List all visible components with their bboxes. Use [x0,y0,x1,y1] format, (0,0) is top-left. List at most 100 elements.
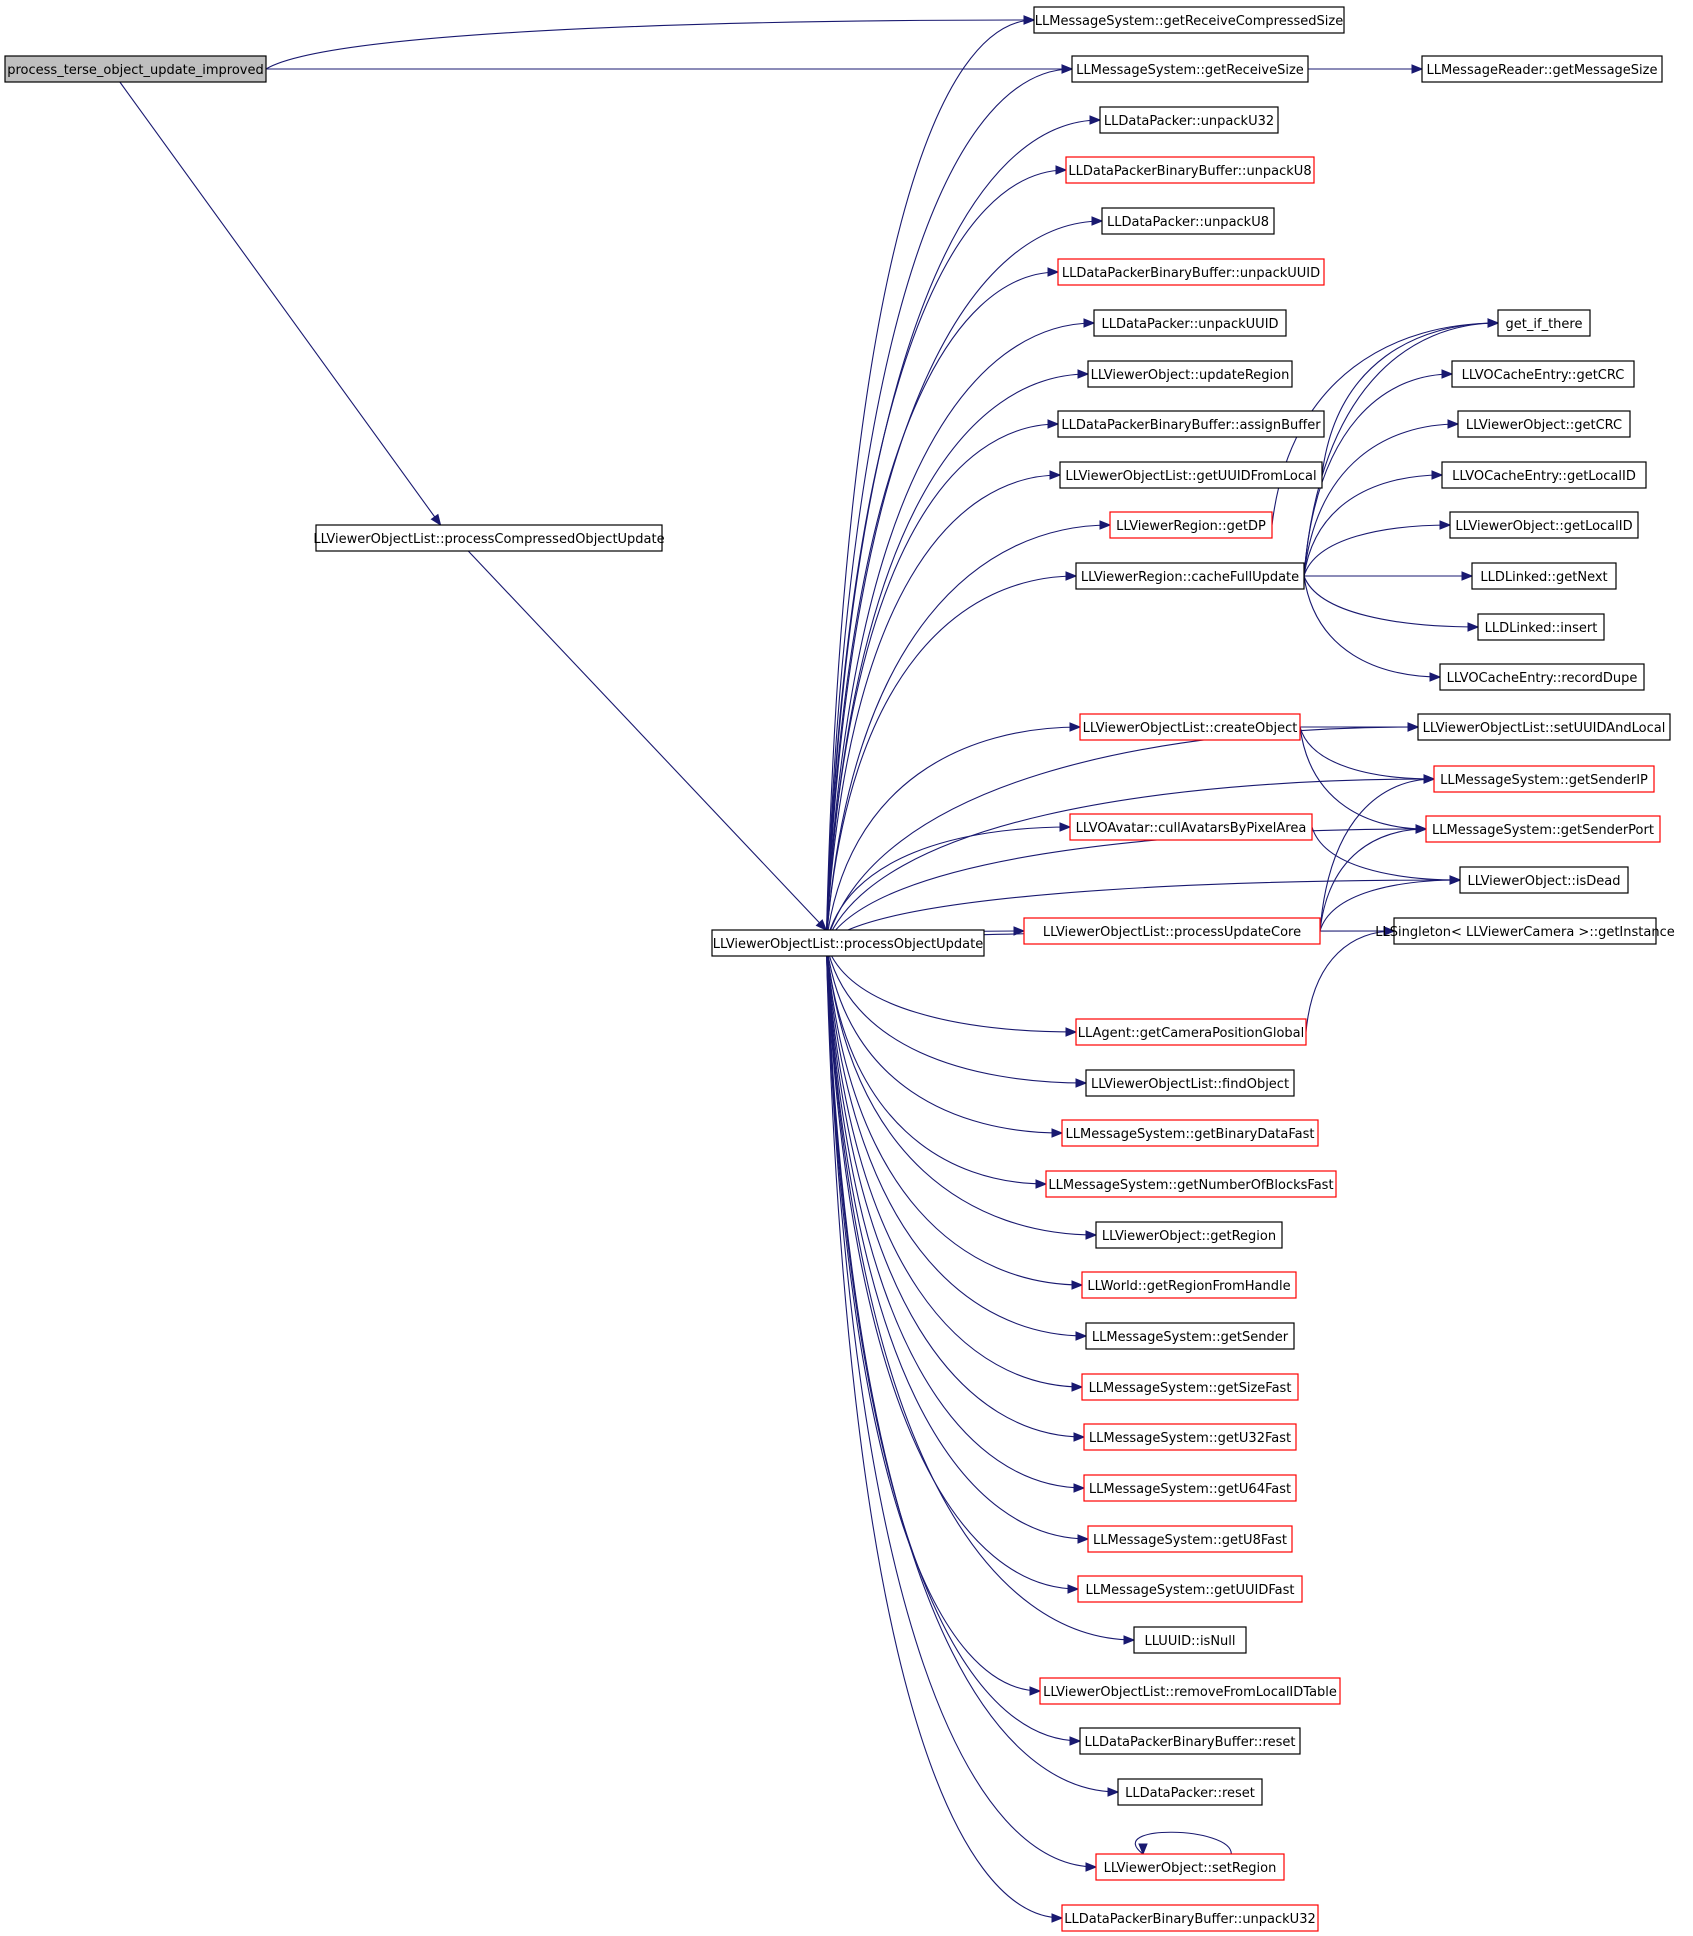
node-label: LLViewerObject::isDead [1468,874,1621,889]
edge-arrowhead [1083,318,1096,328]
node-pcou[interactable]: LLViewerObjectList::processCompressedObj… [313,524,665,552]
edge-arrowhead [1047,419,1060,429]
edge-line [1305,930,1395,1033]
node-gu8f[interactable]: LLMessageSystem::getU8Fast [1087,1525,1293,1553]
node-isdead[interactable]: LLViewerObject::isDead [1459,866,1629,894]
node-u32[interactable]: LLDataPacker::unpackU32 [1099,106,1279,134]
node-bbuuid[interactable]: LLDataPackerBinaryBuffer::unpackUUID [1057,258,1325,286]
node-u8[interactable]: LLDataPacker::unpackU8 [1101,207,1275,235]
node-box [4,55,267,83]
node-gbdf[interactable]: LLMessageSystem::getBinaryDataFast [1061,1119,1319,1147]
edge-arrowhead [1107,1787,1120,1797]
node-label: LLMessageSystem::getSizeFast [1089,1381,1292,1396]
node-vogr[interactable]: LLViewerObject::getRegion [1095,1221,1283,1249]
node-box [1433,765,1655,793]
node-box [315,524,663,552]
edge-line [1303,373,1453,577]
node-label: LLMessageSystem::getU64Fast [1089,1482,1291,1497]
node-cull[interactable]: LLVOAvatar::cullAvatarsByPixelArea [1069,813,1313,841]
edge-camgp-to-singleton [1305,926,1396,1033]
node-gu32f[interactable]: LLMessageSystem::getU32Fast [1083,1423,1297,1451]
node-gsender[interactable]: LLMessageSystem::getSender [1085,1322,1295,1350]
node-vocrc[interactable]: LLViewerObject::getCRC [1457,410,1631,438]
node-box [1133,1626,1247,1654]
node-label: LLVOCacheEntry::recordDupe [1447,671,1638,686]
edge-pou-to-gsender [825,942,1088,1341]
edge-arrowhead [430,513,442,527]
node-recdupe[interactable]: LLVOCacheEntry::recordDupe [1439,663,1645,691]
node-setreg[interactable]: LLViewerObject::setRegion [1095,1853,1285,1881]
edge-pou-to-setreg [825,942,1098,1872]
node-gift[interactable]: get_if_there [1497,309,1591,337]
node-guuidfl[interactable]: LLViewerObjectList::getUUIDFromLocal [1059,461,1323,489]
edge-arrowhead [1059,822,1072,832]
edge-arrowhead [1075,1078,1088,1088]
node-bbu32[interactable]: LLDataPackerBinaryBuffer::unpackU32 [1061,1904,1319,1932]
edge-line [825,271,1059,944]
node-root[interactable]: process_terse_object_update_improved [4,55,267,83]
node-label: LLDataPacker::unpackU32 [1104,114,1274,129]
node-gms[interactable]: LLMessageReader::getMessageSize [1421,55,1663,83]
node-wgrfh[interactable]: LLWorld::getRegionFromHandle [1081,1271,1297,1299]
edge-arrowhead [1077,369,1090,379]
node-label: LLMessageSystem::getBinaryDataFast [1066,1127,1315,1142]
node-ureg[interactable]: LLViewerObject::updateRegion [1087,360,1293,388]
node-label: LLDataPackerBinaryBuffer::assignBuffer [1061,418,1321,433]
node-dpreset[interactable]: LLDataPacker::reset [1117,1778,1263,1806]
edge-cfu-to-volid [1303,520,1452,577]
node-box [1069,813,1313,841]
node-gnobf[interactable]: LLMessageSystem::getNumberOfBlocksFast [1045,1170,1337,1198]
node-dlnext[interactable]: LLDLinked::getNext [1471,562,1617,590]
node-findobj[interactable]: LLViewerObjectList::findObject [1085,1069,1295,1097]
node-guuidf[interactable]: LLMessageSystem::getUUIDFast [1077,1575,1303,1603]
edge-setreg-to-setreg [1134,1831,1232,1856]
node-volid[interactable]: LLViewerObject::getLocalID [1449,511,1639,539]
node-singleton[interactable]: LLSingleton< LLViewerCamera >::getInstan… [1375,917,1675,945]
node-assign[interactable]: LLDataPackerBinaryBuffer::assignBuffer [1057,410,1325,438]
node-vocecrc[interactable]: LLVOCacheEntry::getCRC [1451,360,1635,388]
node-camgp[interactable]: LLAgent::getCameraPositionGlobal [1075,1018,1307,1046]
node-label: LLViewerObjectList::getUUIDFromLocal [1065,469,1316,484]
node-gsizef[interactable]: LLMessageSystem::getSizeFast [1081,1373,1299,1401]
node-label: LLMessageSystem::getReceiveCompressedSiz… [1035,14,1343,29]
edge-arrowhead [1073,1432,1086,1442]
node-puc[interactable]: LLViewerObjectList::processUpdateCore [1023,917,1321,945]
edge-arrowhead [1051,1128,1064,1138]
node-gdp[interactable]: LLViewerRegion::getDP [1109,511,1273,539]
edge-line [825,942,1063,1134]
node-box [1075,562,1305,590]
node-rflidt[interactable]: LLViewerObjectList::removeFromLocalIDTab… [1039,1677,1341,1705]
node-vocelid[interactable]: LLVOCacheEntry::getLocalID [1441,461,1647,489]
node-dlinsert[interactable]: LLDLinked::insert [1477,613,1605,641]
edge-line [825,942,1119,1793]
edge-arrowhead [1071,1280,1084,1290]
node-label: LLUUID::isNull [1144,1634,1235,1649]
edge-pou-to-guuidfl [825,470,1062,944]
edge-line [1299,726,1427,830]
node-cfu[interactable]: LLViewerRegion::cacheFullUpdate [1075,562,1305,590]
node-box [1459,866,1629,894]
node-gsport[interactable]: LLMessageSystem::getSenderPort [1425,815,1661,843]
node-box [1083,1474,1297,1502]
node-grs[interactable]: LLMessageSystem::getReceiveSize [1071,55,1309,83]
node-gu64f[interactable]: LLMessageSystem::getU64Fast [1083,1474,1297,1502]
node-box [1065,156,1315,184]
node-box [1477,613,1605,641]
edge-arrowhead [1085,1230,1098,1240]
edge-arrowhead [1023,15,1036,25]
node-isnull[interactable]: LLUUID::isNull [1133,1626,1247,1654]
node-setuuid[interactable]: LLViewerObjectList::setUUIDAndLocal [1417,713,1671,741]
node-bbreset[interactable]: LLDataPackerBinaryBuffer::reset [1079,1727,1301,1755]
node-box [1101,207,1275,235]
edge-arrowhead [1029,1686,1042,1696]
node-pou[interactable]: LLViewerObjectList::processObjectUpdate [711,929,985,957]
node-label: LLMessageSystem::getSenderPort [1432,823,1654,838]
node-bbu8[interactable]: LLDataPackerBinaryBuffer::unpackU8 [1065,156,1315,184]
node-grcs[interactable]: LLMessageSystem::getReceiveCompressedSiz… [1033,6,1345,34]
node-createobj[interactable]: LLViewerObjectList::createObject [1079,713,1301,741]
node-label: LLDataPackerBinaryBuffer::unpackU8 [1068,164,1311,179]
node-gsip[interactable]: LLMessageSystem::getSenderIP [1433,765,1655,793]
edge-line [1319,879,1461,932]
edge-pou-to-gdp [825,520,1112,944]
node-uuid[interactable]: LLDataPacker::unpackUUID [1093,309,1287,337]
